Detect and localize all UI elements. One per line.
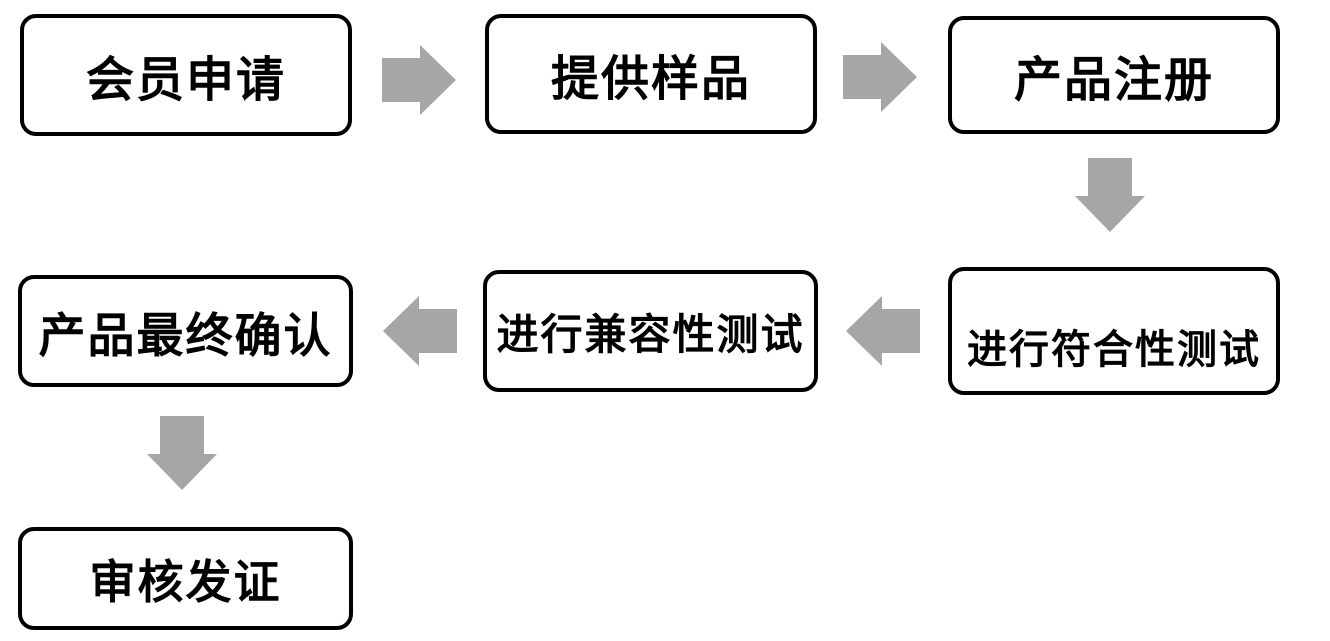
- node-label-provide-samples: 提供样品: [550, 53, 751, 106]
- node-provide-samples: 提供样品: [485, 14, 817, 134]
- node-label-membership-application: 会员申请: [85, 54, 286, 107]
- node-label-compatibility-testing: 进行兼容性测试: [496, 310, 805, 358]
- node-compatibility-testing: 进行兼容性测试: [483, 270, 818, 392]
- node-label-review-and-issue-certificate: 审核发证: [89, 555, 282, 608]
- node-review-and-issue-certificate: 审核发证: [18, 527, 353, 630]
- node-label-product-registration: 产品注册: [1013, 54, 1214, 107]
- node-label-conformity-testing: 进行符合性测试: [967, 328, 1261, 372]
- node-membership-application: 会员申请: [20, 14, 352, 136]
- arrow-right-icon: [843, 42, 917, 112]
- arrow-right-icon: [382, 45, 456, 115]
- arrow-left-icon: [846, 296, 920, 366]
- node-final-product-confirmation: 产品最终确认: [18, 275, 353, 387]
- node-conformity-testing: 进行符合性测试: [948, 267, 1280, 395]
- arrow-left-icon: [383, 296, 457, 366]
- arrow-down-icon: [147, 416, 217, 490]
- arrow-down-icon: [1075, 158, 1145, 232]
- node-product-registration: 产品注册: [948, 16, 1280, 134]
- node-label-final-product-confirmation: 产品最终确认: [38, 308, 333, 362]
